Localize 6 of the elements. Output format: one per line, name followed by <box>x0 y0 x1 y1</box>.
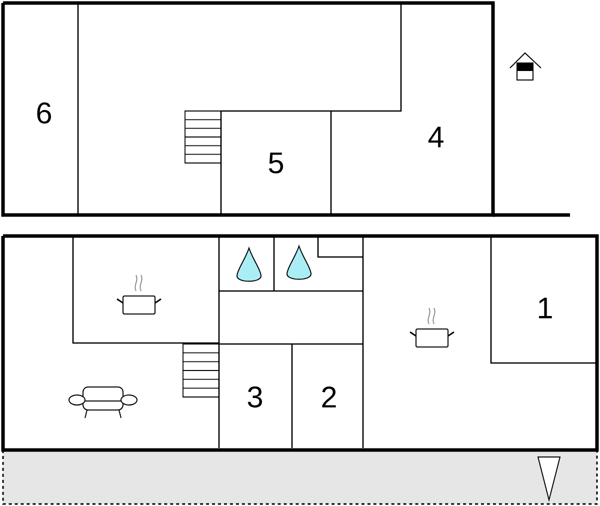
room-number: 2 <box>322 386 336 408</box>
room-number: 5 <box>268 152 284 174</box>
room-number: 3 <box>248 386 262 408</box>
room-number: 4 <box>428 126 444 148</box>
room-number: 6 <box>37 102 51 124</box>
room-number: 1 <box>538 298 552 318</box>
